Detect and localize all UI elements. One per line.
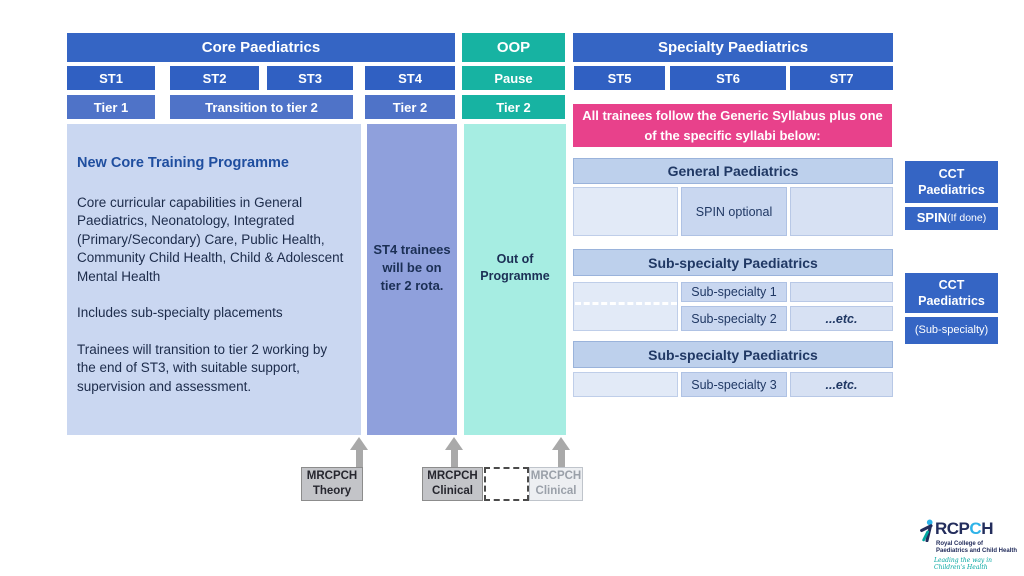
stage-pause: Pause [462, 66, 565, 90]
subspecialty2-header: Sub-specialty Paediatrics [573, 341, 893, 368]
stage-st5: ST5 [574, 66, 665, 90]
stage-st4: ST4 [365, 66, 455, 90]
cct-paediatrics-box-1: CCT Paediatrics [905, 161, 998, 203]
mrcpch-theory-box: MRCPCH Theory [301, 467, 363, 501]
general-right-cell [790, 187, 893, 236]
out-of-programme-column: Out of Programme [464, 124, 566, 435]
general-left-cell [573, 187, 678, 236]
mrcpch-clinical-box: MRCPCH Clinical [422, 467, 483, 501]
subspecialty1-header: Sub-specialty Paediatrics [573, 249, 893, 276]
cct-paediatrics-box-2: CCT Paediatrics [905, 273, 998, 313]
specialty-note: All trainees follow the Generic Syllabus… [573, 104, 892, 147]
theory-exam-arrow [350, 437, 368, 467]
clinical-faded-exam-arrow [552, 437, 570, 467]
clinical-exam-arrow [445, 437, 463, 467]
optional-exam-dashed-box [484, 467, 529, 501]
rcpch-acronym: RCPCH [935, 519, 993, 538]
rcpch-highlight-letter: C [969, 519, 982, 538]
rcpch-tagline: Leading the way in Children's Health [934, 557, 993, 571]
core-training-box: New Core Training Programme Core curricu… [67, 124, 361, 435]
arrow-up-icon [350, 437, 368, 450]
stage-st2: ST2 [170, 66, 259, 90]
specialty-paediatrics-header: Specialty Paediatrics [573, 33, 893, 62]
stage-st7: ST7 [790, 66, 893, 90]
spin-if-done-box: SPIN (If done) [905, 207, 998, 230]
subspecialty1-right-cell [790, 282, 893, 302]
spin-optional-cell: SPIN optional [681, 187, 787, 236]
tier-2-box: Tier 2 [365, 95, 455, 119]
subspecialty-3-cell: Sub-specialty 3 [681, 372, 787, 397]
subspecialty-1-cell: Sub-specialty 1 [681, 282, 787, 302]
core-paediatrics-header: Core Paediatrics [67, 33, 455, 62]
arrow-up-icon [552, 437, 570, 450]
spin-if-done-label: (If done) [947, 211, 987, 224]
subspecialty2-etc-cell: ...etc. [790, 372, 893, 397]
tier-1-box: Tier 1 [67, 95, 155, 119]
subspecialty1-left-cell [573, 282, 678, 331]
general-paediatrics-header: General Paediatrics [573, 158, 893, 184]
tier-boundary-dashed-line [575, 302, 677, 305]
tier-2-oop-box: Tier 2 [462, 95, 565, 119]
stage-st1: ST1 [67, 66, 155, 90]
arrow-up-icon [445, 437, 463, 450]
stage-st3: ST3 [267, 66, 353, 90]
subspecialty1-etc-cell: ...etc. [790, 306, 893, 331]
stage-st6: ST6 [670, 66, 786, 90]
subspecialty-2-cell: Sub-specialty 2 [681, 306, 787, 331]
rcpch-person-icon [920, 519, 933, 542]
rcpch-name-line2: Paediatrics and Child Health [936, 548, 1018, 554]
cct-subspecialty-box: (Sub-specialty) [905, 317, 998, 344]
subspecialty2-left-cell [573, 372, 678, 397]
rcpch-name-line1: Royal College of [936, 541, 984, 547]
core-training-paragraph-2: Includes sub-specialty placements [77, 305, 283, 320]
transition-tier-2-box: Transition to tier 2 [170, 95, 353, 119]
core-training-paragraph-3: Trainees will transition to tier 2 worki… [77, 341, 328, 394]
mrcpch-clinical-faded-box: MRCPCH Clinical [529, 467, 583, 501]
oop-header: OOP [462, 33, 565, 62]
core-training-paragraph-1: Core curricular capabilities in General … [77, 194, 344, 284]
st4-rota-column: ST4 trainees will be on tier 2 rota. [367, 124, 457, 435]
spin-label: SPIN [916, 210, 948, 226]
core-training-title: New Core Training Programme [77, 155, 289, 171]
rcpch-logo: RCPCH Royal College of Paediatrics and C… [918, 516, 1018, 571]
